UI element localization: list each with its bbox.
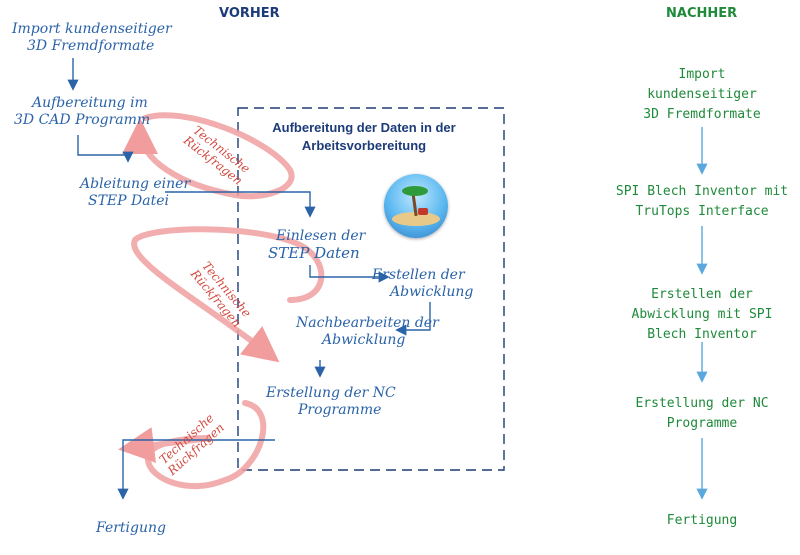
box-title: Aufbereitung der Daten in der Arbeitsvor…: [272, 120, 456, 153]
nachher-step-3: Erstellen der Abwicklung mit SPI Blech I…: [631, 287, 773, 342]
header-vorher: VORHER: [219, 6, 280, 21]
nachher-step-2: SPI Blech Inventor mit TruTops Interface: [615, 184, 789, 219]
node-ableitung-step: Ableitung einer STEP Datei: [80, 176, 191, 209]
node-erstellung-nc: Erstellung der NC Programme: [266, 385, 396, 418]
rueckfrage-loop-2: [131, 226, 325, 363]
nachher-step-1: Import kundenseitiger 3D Fremdformate: [643, 67, 761, 122]
rueckfrage-loop-3: [118, 400, 267, 490]
node-nachbearbeiten: Nachbearbeiten der Abwicklung: [296, 315, 439, 348]
node-fertigung: Fertigung: [96, 520, 166, 536]
arbeitsvorbereitung-box: [237, 107, 505, 471]
header-nachher: NACHHER: [666, 6, 738, 21]
node-einlesen-step: Einlesen der STEP Daten: [268, 228, 366, 262]
island-icon: [384, 174, 448, 238]
nachher-step-4: Erstellung der NC Programme: [635, 396, 769, 431]
node-import: Import kundenseitiger 3D Fremdformate: [12, 21, 172, 54]
rueckfrage-loop-1: [122, 112, 295, 200]
node-aufbereitung-cad: Aufbereitung im 3D CAD Programm: [14, 95, 151, 128]
node-erstellen-abwicklung: Erstellen der Abwicklung: [372, 267, 474, 300]
nachher-step-5: Fertigung: [666, 513, 738, 528]
